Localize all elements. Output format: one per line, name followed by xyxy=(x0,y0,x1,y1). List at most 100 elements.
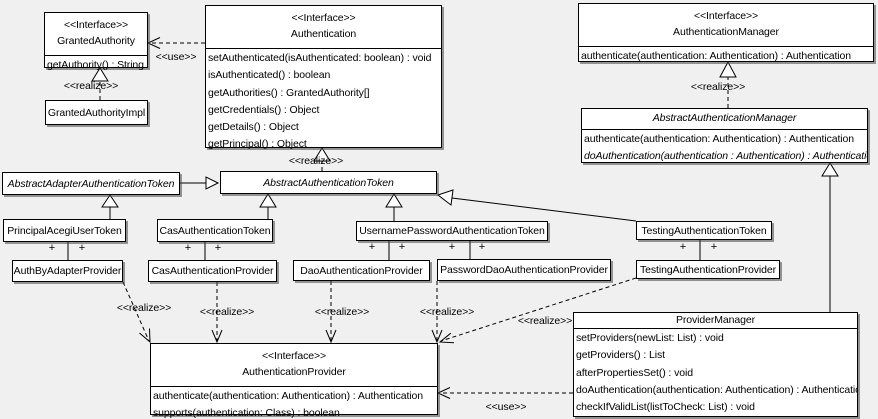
association-end-plus: + xyxy=(214,242,222,254)
method: authenticate(authentication: Authenticat… xyxy=(581,50,852,62)
stereotype: <<Interface>> xyxy=(291,12,356,24)
method: getAuthority() : String xyxy=(47,59,144,71)
methods-compartment: setAuthenticated(isAuthenticated: boolea… xyxy=(206,48,441,154)
method: getDetails() : Object xyxy=(208,121,299,134)
class-header: <<Interface>> AuthenticationProvider xyxy=(151,344,437,386)
method: afterPropertiesSet() : void xyxy=(576,366,693,379)
association-end-plus: + xyxy=(184,242,192,254)
label-use-providermanager-authenticationprovider: <<use>> xyxy=(485,401,527,413)
stereotype: <<Interface>> xyxy=(63,19,129,31)
class-principal-acegi-user-token: PrincipalAcegiUserToken xyxy=(3,219,126,242)
methods-compartment: getAuthority() : String xyxy=(45,55,147,74)
class-name: AbstractAuthenticationToken xyxy=(263,176,394,189)
label-realize-abstractauthmanager: <<realize>> xyxy=(690,81,746,93)
class-dao-authentication-provider: DaoAuthenticationProvider xyxy=(293,260,430,281)
class-testing-authentication-provider: TestingAuthenticationProvider xyxy=(636,260,780,279)
class-authentication-manager: <<Interface>> AuthenticationManager auth… xyxy=(578,3,874,62)
generalization-principalacegiusertoken-to-abstractadaptertoken xyxy=(101,194,119,219)
label-realize-authbyadapterprovider: <<realize>> xyxy=(116,302,172,314)
class-username-password-authentication-token: UsernamePasswordAuthenticationToken xyxy=(356,221,548,241)
label-realize-passworddaoprovider: <<realize>> xyxy=(419,306,475,318)
class-name: GrantedAuthority xyxy=(57,35,135,47)
generalization-usernamepasswordtoken-to-abstracttoken xyxy=(385,193,403,221)
method: setAuthenticated(isAuthenticated: boolea… xyxy=(208,52,432,64)
methods-compartment: setProviders(newList: List) : void getPr… xyxy=(574,328,857,416)
class-abstract-adapter-authentication-token: AbstractAdapterAuthenticationToken xyxy=(2,172,180,195)
class-granted-authority: <<Interface>> GrantedAuthority getAuthor… xyxy=(44,12,148,71)
method: authenticate(authentication: Authenticat… xyxy=(584,133,855,145)
class-name: AbstractAuthenticationManager xyxy=(652,112,797,124)
association-end-plus: + xyxy=(448,241,456,253)
method: setProviders(newList: List) : void xyxy=(576,332,724,344)
label-realize-testingprovider: <<realize>> xyxy=(517,315,573,327)
association-end-plus: + xyxy=(679,241,687,253)
class-name: CasAuthenticationProvider xyxy=(151,265,274,277)
class-auth-by-adapter-provider: AuthByAdapterProvider xyxy=(12,260,123,282)
association-end-plus: + xyxy=(368,241,376,253)
realize-passworddaoprovider-to-authenticationprovider xyxy=(431,281,443,344)
class-header: <<Interface>> Authentication xyxy=(206,6,441,48)
class-cas-authentication-provider: CasAuthenticationProvider xyxy=(148,260,277,282)
label-realize-grantedauthorityimpl: <<realize>> xyxy=(63,80,119,92)
method: getCredentials() : Object xyxy=(208,103,320,116)
method: checkIfValidList(listToCheck: List) : vo… xyxy=(576,401,755,414)
class-header: <<Interface>> AuthenticationManager xyxy=(579,4,873,46)
class-abstract-authentication-manager: AbstractAuthenticationManager authentica… xyxy=(581,108,868,163)
realize-casprovider-to-authenticationprovider xyxy=(211,282,223,344)
label-realize-casprovider: <<realize>> xyxy=(199,306,255,318)
method: getAuthorities() : GrantedAuthority[] xyxy=(208,86,370,99)
use-authentication-to-grantedauthority xyxy=(146,37,205,49)
methods-compartment: authenticate(authentication: Authenticat… xyxy=(151,386,437,419)
class-granted-authority-impl: GrantedAuthorityImpl xyxy=(45,100,148,125)
method: authenticate(authentication: Authenticat… xyxy=(153,390,424,402)
class-abstract-authentication-token: AbstractAuthenticationToken xyxy=(220,171,437,194)
class-name: GrantedAuthorityImpl xyxy=(47,106,146,119)
class-name: TestingAuthenticationProvider xyxy=(639,263,776,276)
realize-abstractauthmanager-to-authenticationmanager xyxy=(719,60,737,108)
method: doAuthentication(authentication: Authent… xyxy=(576,383,857,396)
class-provider-manager: ProviderManager setProviders(newList: Li… xyxy=(573,312,858,417)
association-end-plus: + xyxy=(78,242,86,254)
abstract-method: doAuthentication(authentication : Authen… xyxy=(584,150,867,163)
class-name: PrincipalAcegiUserToken xyxy=(7,224,122,237)
realize-daoprovider-to-authenticationprovider xyxy=(325,281,337,344)
class-password-dao-authentication-provider: PasswordDaoAuthenticationProvider xyxy=(437,259,611,281)
class-name: ProviderManager xyxy=(675,314,756,326)
label-realize-daoprovider: <<realize>> xyxy=(314,306,370,318)
label-realize-abstracttoken: <<realize>> xyxy=(288,155,344,167)
class-testing-authentication-token: TestingAuthenticationToken xyxy=(636,221,772,240)
generalization-testingtoken-to-abstracttoken xyxy=(436,189,637,222)
class-name: CasAuthenticationToken xyxy=(159,224,271,237)
realize-testingprovider-to-authenticationprovider xyxy=(438,277,637,344)
class-authentication-provider: <<Interface>> AuthenticationProvider aut… xyxy=(150,343,438,419)
class-name: AbstractAdapterAuthenticationToken xyxy=(7,177,175,190)
class-name: AuthenticationManager xyxy=(673,26,779,38)
realize-grantedauthorityimpl-to-grantedauthority xyxy=(91,67,109,100)
method: isAuthenticated() : boolean xyxy=(208,69,331,82)
class-name: PasswordDaoAuthenticationProvider xyxy=(440,264,608,276)
stereotype: <<Interface>> xyxy=(693,10,759,22)
class-authentication: <<Interface>> Authentication setAuthenti… xyxy=(205,5,442,150)
class-name: AuthenticationProvider xyxy=(242,366,346,378)
class-header: AbstractAuthenticationManager xyxy=(582,109,867,129)
generalization-providermanager-to-abstractauthenticationmanager xyxy=(821,162,839,312)
class-name: DaoAuthenticationProvider xyxy=(300,264,423,277)
association-end-plus: + xyxy=(398,241,406,253)
methods-compartment: authenticate(authentication: Authenticat… xyxy=(582,129,867,166)
association-end-plus: + xyxy=(478,241,486,253)
stereotype: <<Interface>> xyxy=(261,350,327,362)
association-end-plus: + xyxy=(710,241,718,253)
generalization-casauthenticationtoken-to-abstracttoken xyxy=(259,193,277,219)
methods-compartment: authenticate(authentication: Authenticat… xyxy=(579,46,873,65)
method: getProviders() : List xyxy=(576,349,665,362)
label-use-authentication-grantedauthority: <<use>> xyxy=(155,51,197,63)
method: supports(authentication: Class) : boolea… xyxy=(153,407,340,419)
class-name: TestingAuthenticationToken xyxy=(641,224,767,237)
realize-authbyadapterprovider-to-authenticationprovider xyxy=(122,281,151,344)
class-name: UsernamePasswordAuthenticationToken xyxy=(359,225,545,237)
generalization-abstractadaptertoken-to-abstracttoken xyxy=(180,176,220,190)
realize-abstracttoken-to-authentication xyxy=(313,147,331,171)
class-cas-authentication-token: CasAuthenticationToken xyxy=(157,219,273,242)
